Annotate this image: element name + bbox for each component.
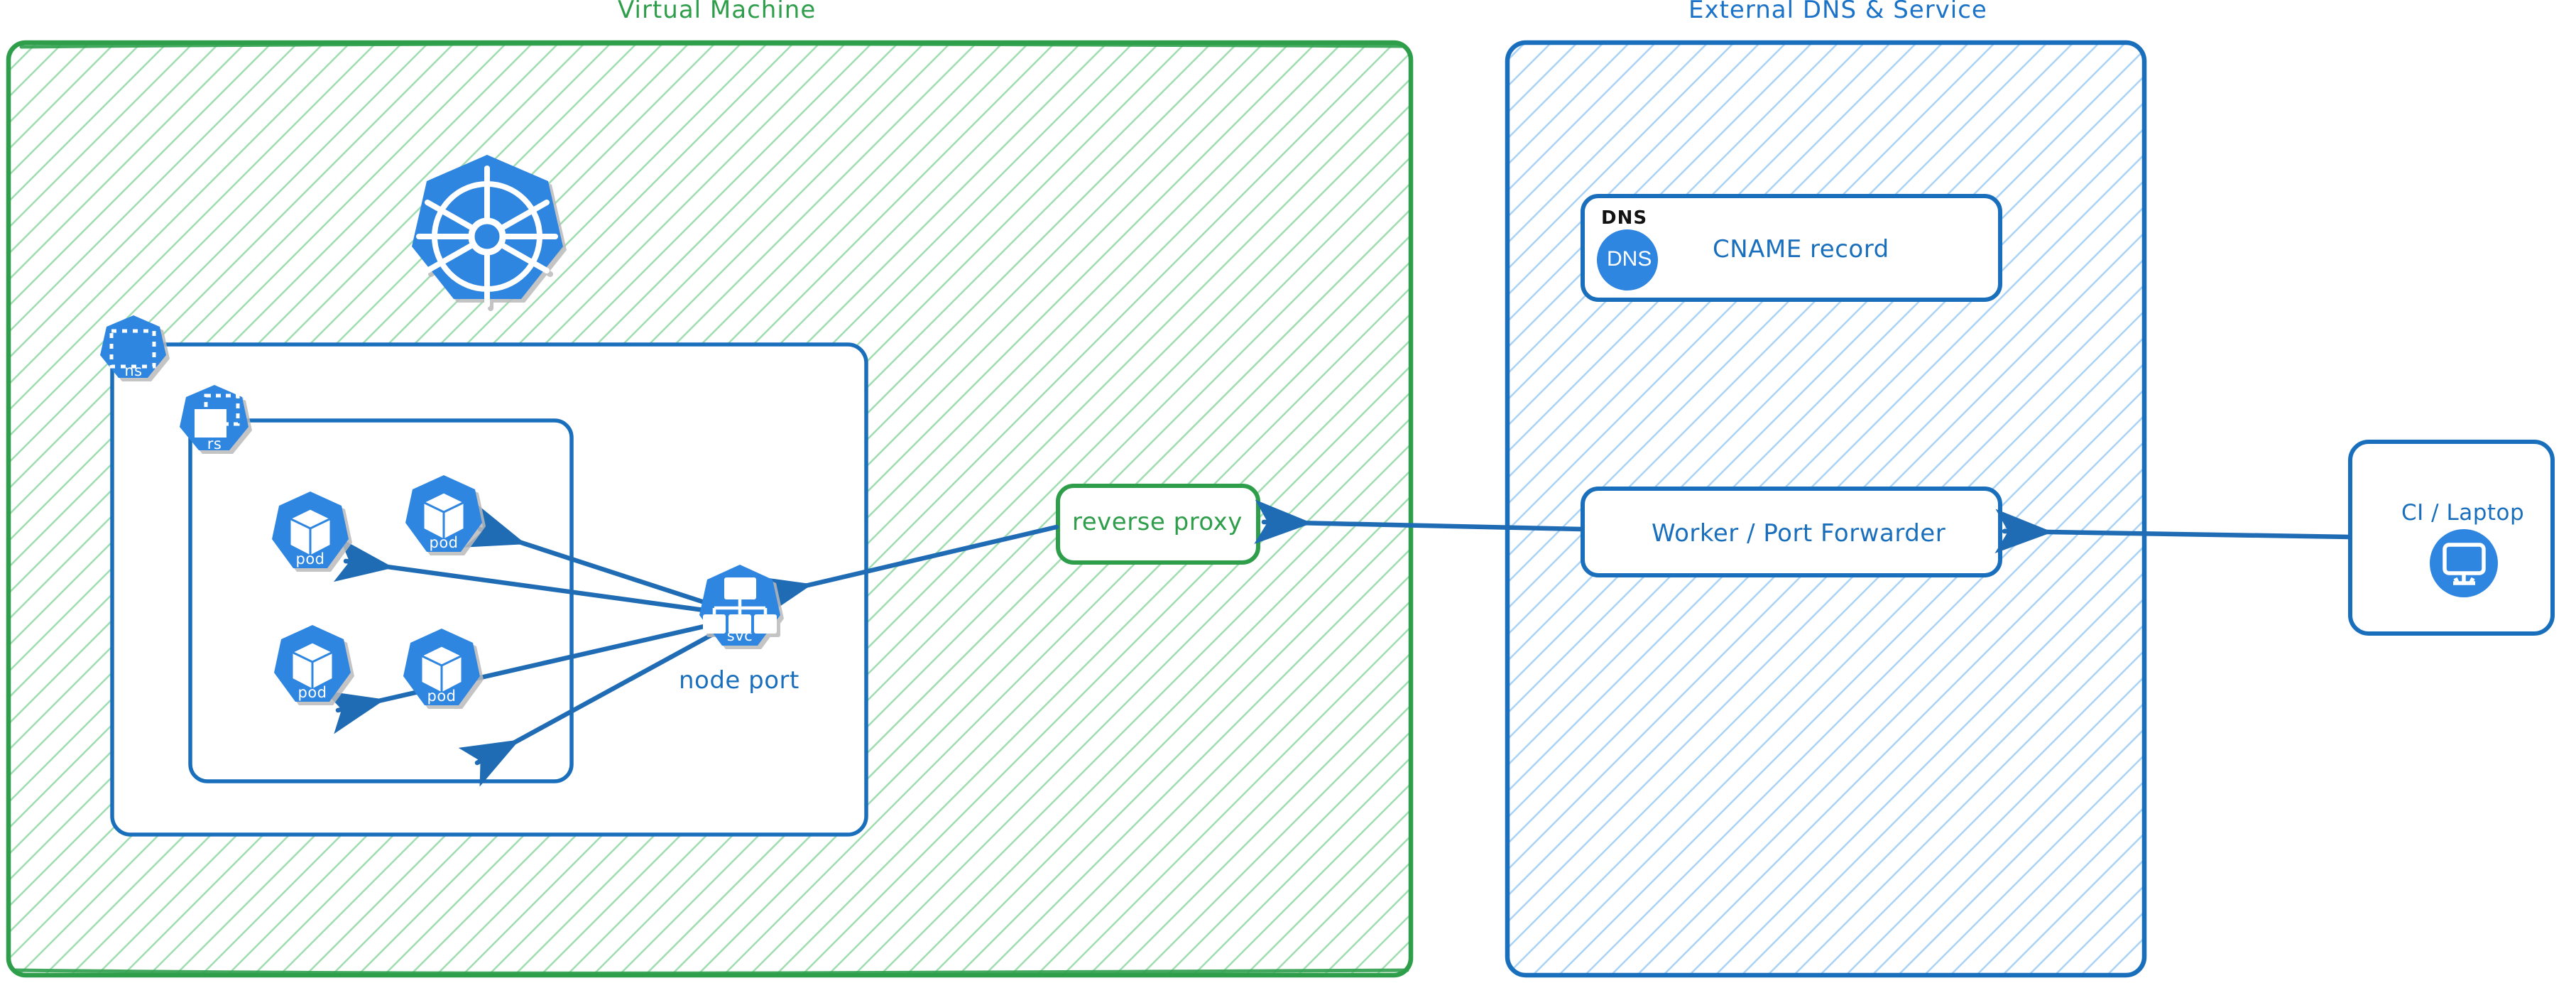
edge-service-to-pod-3 <box>324 617 738 734</box>
client-box[interactable] <box>2348 440 2555 636</box>
pod-caption-3: pod <box>298 684 327 701</box>
pod-caption-2: pod <box>429 534 459 551</box>
namespace-container <box>110 342 868 837</box>
client-label[interactable]: CI / Laptop <box>2401 500 2525 526</box>
pod-caption-1: pod <box>295 550 325 567</box>
edges-layer <box>324 499 2352 787</box>
service-caption: svc <box>726 627 753 644</box>
edge-worker-to-reverse-proxy <box>1254 499 1584 544</box>
kubernetes-logo-icon <box>412 155 563 308</box>
worker-label[interactable]: Worker / Port Forwarder <box>1652 519 1946 548</box>
group-title-virtual-machine: Virtual Machine <box>618 0 817 24</box>
namespace-caption: ns <box>124 362 143 379</box>
edge-client-to-worker <box>1994 509 2352 553</box>
reverse-proxy-label[interactable]: reverse proxy <box>1072 508 1243 536</box>
replicaset-caption: rs <box>207 435 222 452</box>
node-port-label: node port <box>679 666 799 695</box>
pod-caption-4: pod <box>427 688 457 705</box>
dns-badge-label: DNS <box>1607 247 1652 271</box>
replicaset-container <box>188 418 574 783</box>
edge-service-to-pod-1 <box>333 538 738 617</box>
desktop-monitor-icon <box>2430 529 2498 597</box>
edge-service-to-pod-2 <box>464 505 738 615</box>
dns-box-header: DNS <box>1601 207 1648 229</box>
group-title-external-dns-service: External DNS & Service <box>1688 0 1987 24</box>
cname-record-label[interactable]: CNAME record <box>1713 235 1889 264</box>
edge-reverse-proxy-to-service <box>751 524 1059 619</box>
group-external-dns-service <box>1505 40 2147 978</box>
